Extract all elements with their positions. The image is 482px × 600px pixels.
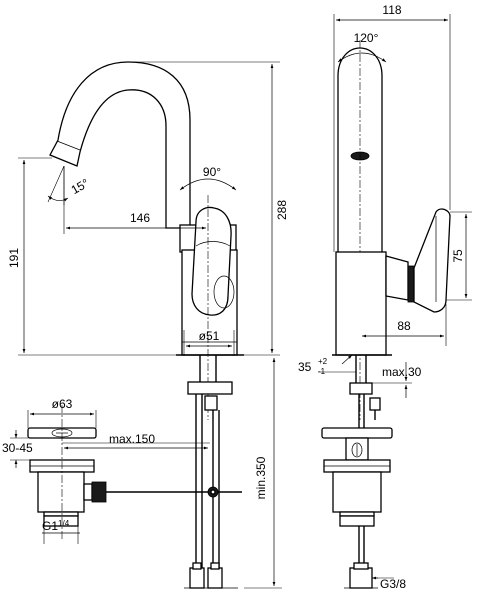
dim-191: 191 [7, 248, 21, 268]
front-view-faucet [49, 61, 244, 589]
front-hose-nut-left [189, 567, 205, 589]
front-view-waste [27, 405, 242, 540]
front-lever [191, 206, 232, 316]
dim-120deg: 120° [354, 31, 379, 45]
dim-g114-main: G1 [42, 519, 58, 533]
dim-288: 288 [275, 200, 289, 220]
dim-118: 118 [382, 3, 401, 17]
side-waste-body [332, 471, 382, 513]
dim-88: 88 [397, 319, 411, 333]
dim-35-tol-minus: -1 [318, 367, 326, 376]
dim-15deg: 15° [69, 176, 92, 197]
dim-diam-51: ø51 [199, 329, 220, 343]
dim-diam-63: ø63 [52, 397, 73, 411]
side-view-waste [321, 427, 393, 527]
dim-90deg: 90° [203, 165, 221, 179]
side-hose-nut [349, 567, 373, 589]
dim-35-tol-plus: +2 [318, 357, 328, 366]
front-dimensions: 288 191 146 15° 90° ø51 min.350 max.150 [2, 61, 289, 589]
side-body [335, 251, 387, 356]
dim-max-30: max.30 [382, 365, 422, 379]
dim-min-350: min.350 [254, 456, 268, 499]
dim-146: 146 [130, 211, 150, 225]
dim-g38: G3/8 [380, 577, 406, 591]
waste-tail [43, 515, 79, 527]
dim-max-150: max.150 [109, 432, 155, 446]
side-dimensions: 118 120° 75 88 35 +2 -1 max.30 G3/8 [298, 3, 472, 591]
dim-30-45: 30-45 [2, 441, 33, 455]
front-hose-nut-right [207, 567, 223, 589]
dim-35: 35 [298, 360, 312, 374]
side-lever [413, 208, 451, 313]
front-spout [49, 61, 191, 229]
side-spout [337, 47, 383, 256]
dim-g114-frac: 1/4 [58, 519, 70, 528]
front-mount-block [187, 381, 233, 395]
waste-body [37, 471, 85, 513]
dim-75: 75 [451, 249, 465, 263]
dim-g114: G11/4 [42, 519, 70, 533]
